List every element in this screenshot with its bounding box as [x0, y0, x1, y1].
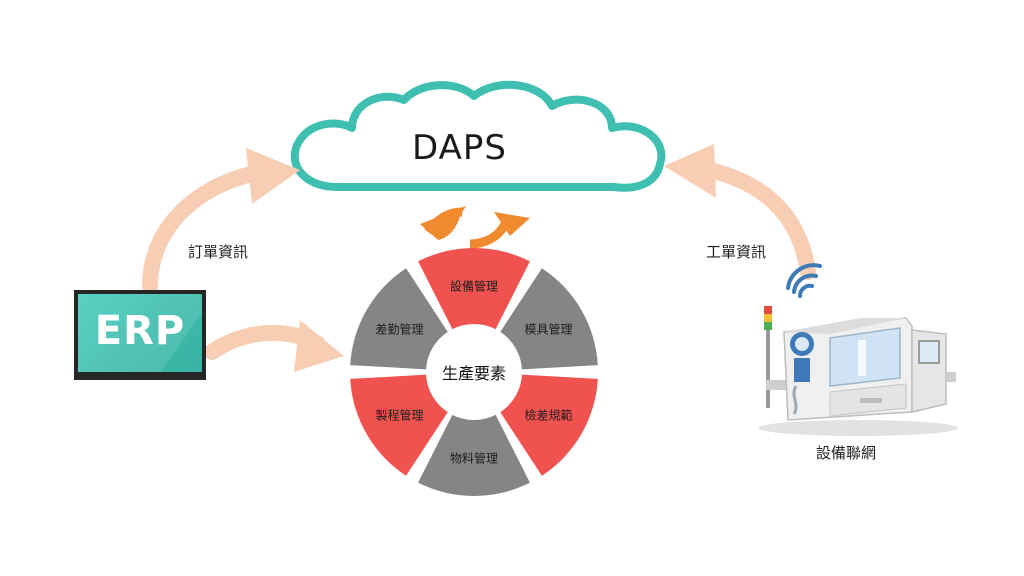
arrow-work-order-to-cloud [664, 144, 816, 280]
wheel-segment [418, 248, 530, 330]
wheel-segment-label: 物料管理 [449, 451, 499, 466]
erp-monitor-base [74, 374, 206, 380]
wheel-segment [500, 374, 598, 476]
wifi-icon [786, 263, 822, 298]
wheel-segment-label: 模具管理 [524, 322, 573, 337]
machine-icon [758, 306, 958, 436]
arrow-erp-to-wheel [204, 320, 344, 372]
wheel-segment-label: 製程管理 [375, 408, 424, 423]
wheel-center-label: 生產要素 [441, 364, 507, 383]
wheel-segment [350, 268, 448, 370]
wheel-segment-label: 檢差規範 [524, 408, 573, 423]
wheel-segment-label: 差勤管理 [375, 322, 424, 337]
work-order-info-label: 工單資訊 [706, 243, 767, 261]
erp-label: ERP [94, 308, 186, 354]
wheel-segment [350, 374, 448, 476]
cloud-shape [290, 80, 666, 192]
wheel-segment [500, 268, 598, 370]
production-wheel [350, 248, 598, 496]
erp-monitor: ERP [74, 290, 206, 376]
wheel-segment-label: 設備管理 [449, 279, 499, 294]
order-info-label: 訂單資訊 [188, 243, 249, 261]
device-network-label: 設備聯網 [816, 444, 877, 462]
arrow-order-to-cloud [142, 148, 300, 294]
cloud-title: DAPS [412, 128, 507, 168]
wheel-segment [418, 414, 530, 496]
wheel-hub [428, 326, 520, 418]
sync-arrows-icon [420, 206, 530, 249]
